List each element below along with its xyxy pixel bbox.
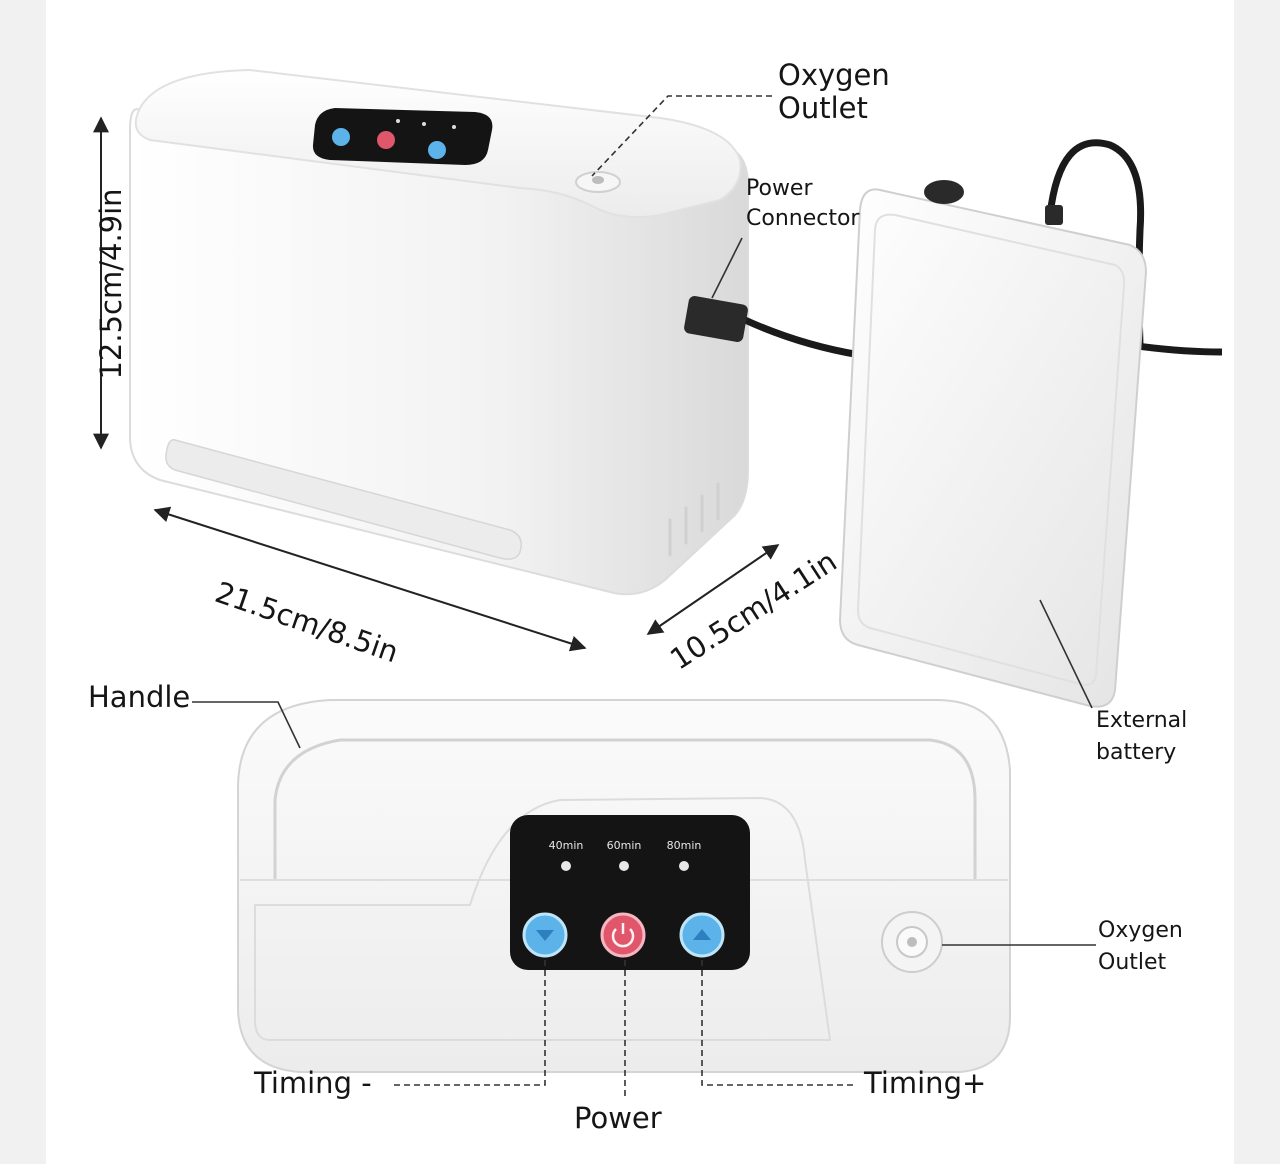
external-battery — [838, 180, 1148, 708]
timing-minus-label: Timing - — [254, 1066, 372, 1100]
power-cable — [684, 139, 1223, 359]
depth-arrow — [646, 544, 780, 635]
top-timing-plus-button — [428, 141, 446, 159]
timing-plus-label: Timing+ — [864, 1066, 987, 1100]
oxygen-outlet-top-line2: Outlet — [778, 90, 868, 125]
product-illustration: 40min 60min 80min — [93, 68, 1223, 1100]
oxygen-outlet-top-label: Oxygen Outlet — [778, 58, 890, 126]
triangle-up-icon — [693, 929, 711, 940]
timer-60-led — [619, 861, 629, 871]
power-button — [600, 912, 646, 958]
timer-80-led — [679, 861, 689, 871]
timer-40-label: 40min — [549, 839, 584, 852]
timer-60-label: 60min — [607, 839, 642, 852]
top-power-button — [377, 131, 395, 149]
concentrator-top-view: 40min 60min 80min — [237, 699, 1011, 1073]
timer-80-label: 80min — [667, 839, 702, 852]
width-arrow — [153, 506, 587, 652]
leader-lines — [192, 95, 1096, 1100]
battery-switch — [924, 180, 964, 204]
oxygen-outlet-bottom-label: Oxygen Outlet — [1098, 918, 1183, 977]
triangle-down-icon — [536, 930, 554, 941]
height-dimension-label: 12.5cm/4.9in — [94, 188, 128, 380]
oxygen-outlet-bottom-line2: Outlet — [1098, 950, 1167, 976]
top-control-panel — [312, 108, 493, 165]
handle-label: Handle — [88, 680, 191, 714]
power-icon — [611, 928, 635, 948]
concentrator-3d-view — [129, 68, 749, 596]
power-connector-label: Power Connector — [746, 176, 859, 233]
oxygen-outlet-bottom-line1: Oxygen — [1098, 918, 1183, 943]
oxygen-outlet-top-line1: Oxygen — [778, 58, 890, 92]
power-connector-plug — [684, 296, 748, 342]
external-battery-line1: External — [1096, 708, 1188, 733]
dimension-arrows — [93, 116, 780, 652]
timer-40-led — [561, 861, 571, 871]
top-timing-minus-button — [332, 128, 350, 146]
power-connector-line1: Power — [746, 176, 813, 201]
power-connector-line2: Connector — [746, 206, 860, 232]
diagram-canvas: 40min 60min 80min — [46, 0, 1234, 1164]
timing-plus-button — [679, 912, 725, 958]
timing-minus-button — [522, 912, 568, 958]
external-battery-line2: battery — [1096, 740, 1177, 766]
power-label: Power — [574, 1101, 662, 1135]
external-battery-label: External battery — [1096, 708, 1187, 767]
